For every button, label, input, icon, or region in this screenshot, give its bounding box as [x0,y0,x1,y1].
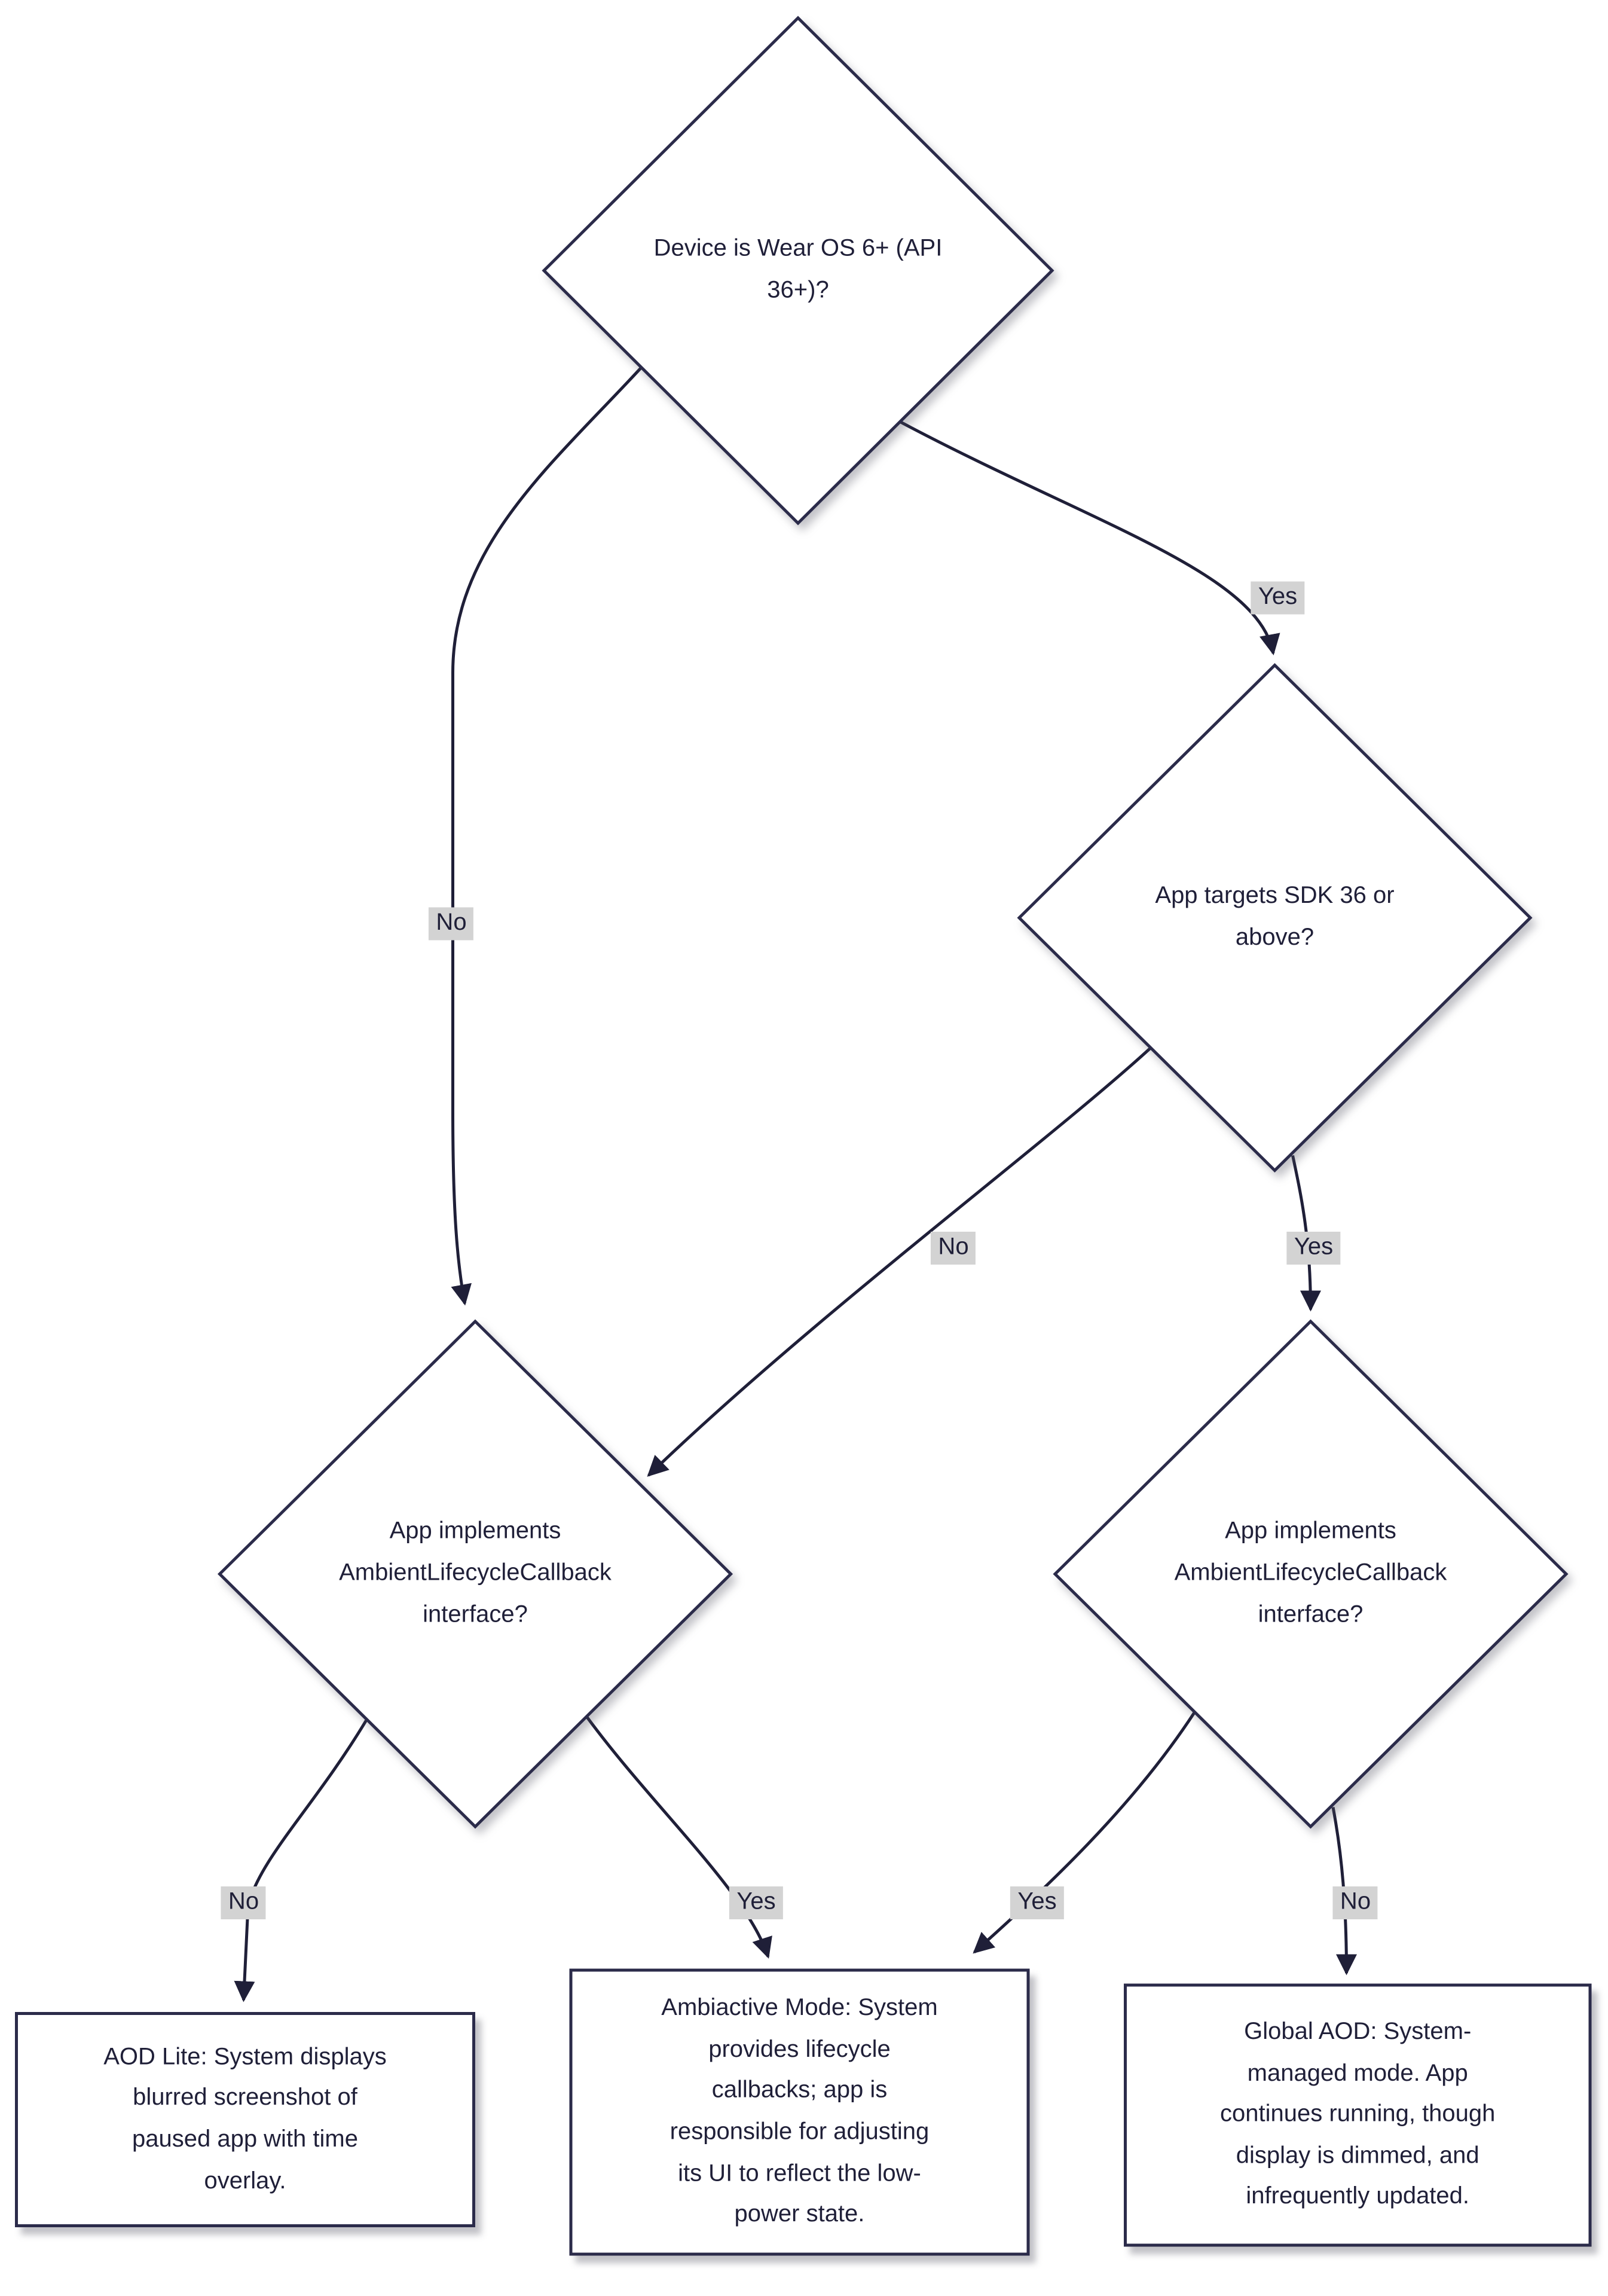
edge-right-callback-no-to-global-aod [1331,1807,1357,1976]
diamond-right-ambient-callback [1053,1319,1569,1829]
edge-sdk36-yes-to-right-callback [1291,1155,1321,1312]
result-aod-lite-text: AOD Lite: System displays blurred screen… [103,2044,387,2194]
edge-label-yes: Yes [1251,581,1305,615]
decision-targets-sdk36-label: App targets SDK 36 or above? [1155,883,1395,951]
edge-label-no: No [221,1886,267,1919]
decision-left-ambient-callback-label: App implements AmbientLifecycleCallback … [339,1519,612,1628]
edge-label-yes: Yes [1286,1232,1341,1265]
edge-device-yes-to-sdk36 [898,420,1280,655]
edge-layer [234,367,1357,2002]
shape-layer [217,16,1569,1829]
result-ambiactive-mode: Ambiactive Mode: System provides lifecyc… [569,1968,1030,2256]
diamond-device-wear-os [542,16,1054,526]
edge-label-no: No [428,907,475,941]
result-aod-lite: AOD Lite: System displays blurred screen… [15,2012,475,2227]
diamond-targets-sdk36 [1017,662,1533,1173]
diamond-left-ambient-callback [217,1319,733,1829]
result-global-aod-text: Global AOD: System- managed mode. App co… [1220,2020,1496,2210]
decision-device-wear-os-label: Device is Wear OS 6+ (API 36+)? [653,236,943,304]
edge-left-callback-no-to-aod-lite [234,1720,368,2002]
decision-right-ambient-callback-label: App implements AmbientLifecycleCallback … [1174,1519,1447,1628]
edge-device-no-to-left-callback [451,367,643,1306]
edge-right-callback-yes-to-ambiactive [973,1712,1196,1954]
edge-label-yes: Yes [1010,1886,1065,1919]
edge-label-no: No [1332,1886,1378,1919]
result-global-aod: Global AOD: System- managed mode. App co… [1124,1983,1592,2247]
edge-left-callback-yes-to-ambiactive [586,1717,772,1959]
edge-sdk36-no-to-left-callback [647,1046,1152,1477]
edge-label-no: No [930,1232,977,1265]
edge-label-yes: Yes [729,1886,784,1919]
result-ambiactive-mode-text: Ambiactive Mode: System provides lifecyc… [661,1996,938,2228]
